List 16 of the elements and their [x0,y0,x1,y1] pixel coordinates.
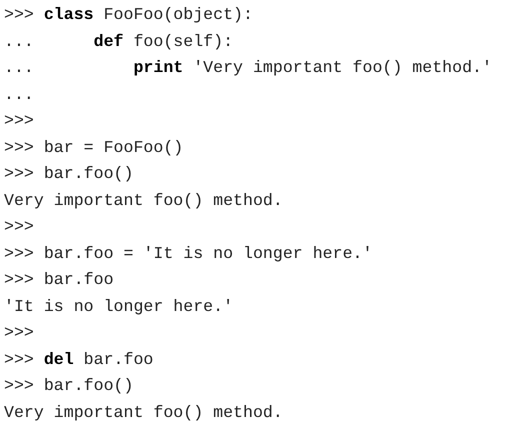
code-line: ... def foo(self): [4,30,234,52]
code-line: ... print 'Very important foo() method.' [4,57,492,79]
code-line: >>> class FooFoo(object): [4,4,254,26]
code-line: >>> [4,322,35,344]
code-line: Very important foo() method. [4,402,284,424]
code-line: ... [4,84,35,106]
code-line: >>> bar.foo = 'It is no longer here.' [4,242,374,264]
code-line: >>> del bar.foo [4,348,154,370]
code-line: >>> bar.foo() [4,375,134,397]
code-line: 'It is no longer here.' [4,296,234,318]
code-line: >>> bar.foo [4,269,115,291]
code-line: >>> bar = FooFoo() [4,136,184,158]
code-line: >>> bar.foo() [4,163,134,185]
code-line: >>> [4,110,35,132]
code-line: >>> [4,216,35,238]
code-line: Very important foo() method. [4,190,284,212]
